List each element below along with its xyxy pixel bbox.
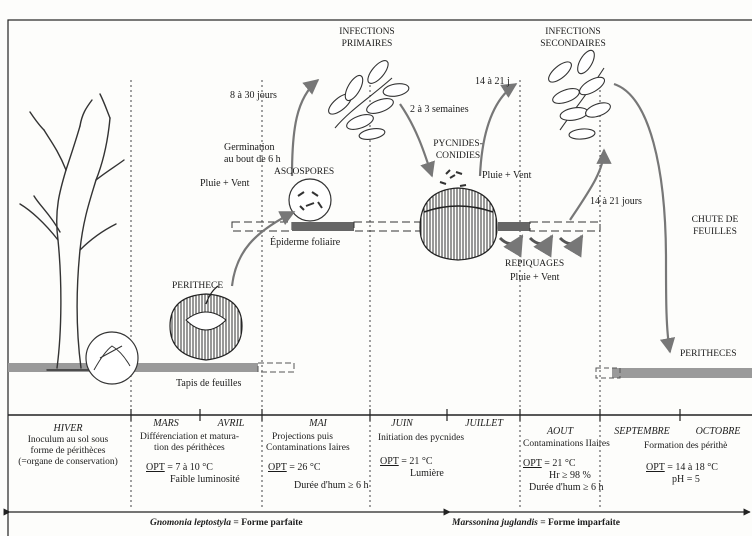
opt-value: = 7 à 10 °C xyxy=(167,462,213,473)
opt-label: OPT xyxy=(268,462,287,473)
walnut-tree-icon xyxy=(20,94,124,370)
opt-label: OPT xyxy=(380,456,399,467)
opt-label: OPT xyxy=(523,458,542,469)
species-name: Gnomonia leptostyla xyxy=(150,518,231,528)
cond-extra: Faible luminosité xyxy=(146,474,240,486)
label-line: au bout de 6 h xyxy=(224,154,281,166)
desc-line: Inoculum au sol sous xyxy=(18,435,118,446)
perithece-icon xyxy=(170,286,242,360)
label-line: INFECTIONS xyxy=(339,26,394,38)
label-delay-8-30: 8 à 30 jours xyxy=(230,90,277,102)
species-name: Marssonina juglandis xyxy=(452,518,538,528)
cond-mars: OPT = 7 à 10 °C Faible luminosité xyxy=(146,462,240,486)
month-juin: JUIN xyxy=(391,418,413,430)
leaf-sprig-secondary-icon xyxy=(545,48,612,140)
leaf-sprig-primary-icon xyxy=(325,57,409,141)
opt-value: = 14 à 18 °C xyxy=(667,462,718,473)
ascospores-icon xyxy=(289,179,331,221)
label-pluie-vent-3: Pluie + Vent xyxy=(510,272,559,284)
forme-parfaite: Gnomonia leptostyla = Forme parfaite xyxy=(150,517,303,529)
month-mai: MAI xyxy=(309,418,327,430)
ground-perithece-icon xyxy=(86,332,138,384)
label-perithece: PERITHECE xyxy=(172,280,223,292)
desc-line: (=organe de conservation) xyxy=(18,457,118,468)
cond-extra: Hr ≥ 98 % xyxy=(523,470,604,482)
form-label: = Forme parfaite xyxy=(233,518,302,528)
label-pycnides-conidies: PYCNIDES- CONIDIES xyxy=(433,138,483,162)
label-line: CONIDIES xyxy=(433,150,483,162)
label-ascospores: ASCOSPORES xyxy=(274,166,334,178)
label-infections-secondaires: INFECTIONS SECONDAIRES xyxy=(540,26,605,50)
month-septembre: SEPTEMBRE xyxy=(614,426,670,438)
conidia-icon xyxy=(440,170,466,186)
cond-mai: OPT = 26 °C Durée d'hum ≥ 6 h xyxy=(268,462,369,492)
label-line: PYCNIDES- xyxy=(433,138,483,150)
month-juin-desc: Initiation des pycnides xyxy=(378,432,464,444)
opt-value: = 26 °C xyxy=(289,462,320,473)
desc-line: forme de périthèces xyxy=(18,446,118,457)
pycnide-icon xyxy=(420,188,497,260)
label-repiquages: REPIQUAGES xyxy=(505,258,564,270)
cond-extra: Lumière xyxy=(380,468,444,480)
label-chute-feuilles: CHUTE DE FEUILLES xyxy=(692,214,739,238)
month-aout: AOUT xyxy=(547,426,573,438)
month-mars: MARS xyxy=(153,418,179,430)
ground-strip-autumn xyxy=(612,368,752,378)
label-pluie-vent-1: Pluie + Vent xyxy=(200,178,249,190)
opt-value: = 21 °C xyxy=(544,458,575,469)
cond-extra: Durée d'hum ≥ 6 h xyxy=(268,480,369,492)
label-delay-2-3-semaines: 2 à 3 semaines xyxy=(410,104,469,116)
forme-imparfaite: Marssonina juglandis = Forme imparfaite xyxy=(452,517,620,529)
label-line: SECONDAIRES xyxy=(540,38,605,50)
cond-aout: OPT = 21 °C Hr ≥ 98 % Durée d'hum ≥ 6 h xyxy=(523,458,604,494)
month-hiver-desc: Inoculum au sol sous forme de périthèces… xyxy=(18,435,118,468)
month-mai-desc: Projections puis Contaminations Iaires xyxy=(266,432,350,454)
label-delay-14-21-jours: 14 à 21 jours xyxy=(590,196,642,208)
cond-extra: Durée d'hum ≥ 6 h xyxy=(523,482,604,494)
label-germination: Germination au bout de 6 h xyxy=(224,142,281,166)
form-label: = Forme imparfaite xyxy=(540,518,620,528)
label-line: CHUTE DE xyxy=(692,214,739,226)
label-epiderme-foliaire: Épiderme foliaire xyxy=(270,237,340,249)
month-juillet: JUILLET xyxy=(465,418,503,430)
opt-label: OPT xyxy=(646,462,665,473)
label-peritheces: PERITHECES xyxy=(680,348,736,360)
label-line: INFECTIONS xyxy=(540,26,605,38)
month-octobre-desc: Formation des périthè xyxy=(644,440,727,452)
desc-line: Contaminations Iaires xyxy=(266,443,350,454)
month-octobre: OCTOBRE xyxy=(696,426,741,438)
opt-value: = 21 °C xyxy=(401,456,432,467)
desc-line: Différenciation et matura- xyxy=(140,432,239,443)
cond-extra: pH = 5 xyxy=(646,474,718,486)
month-aout-desc: Contaminations IIaires xyxy=(523,438,610,450)
label-line: Germination xyxy=(224,142,281,154)
label-delay-14-21-j: 14 à 21 j xyxy=(475,76,510,88)
label-line: PRIMAIRES xyxy=(339,38,394,50)
month-hiver: HIVER xyxy=(54,423,83,435)
month-mars-desc: Différenciation et matura- tion des péri… xyxy=(140,432,239,454)
cond-juin: OPT = 21 °C Lumière xyxy=(380,456,444,480)
desc-line: tion des périthèces xyxy=(140,443,239,454)
month-avril: AVRIL xyxy=(218,418,245,430)
label-infections-primaires: INFECTIONS PRIMAIRES xyxy=(339,26,394,50)
opt-label: OPT xyxy=(146,462,165,473)
label-tapis-feuilles: Tapis de feuilles xyxy=(176,378,241,390)
desc-line: Projections puis xyxy=(266,432,350,443)
label-pluie-vent-2: Pluie + Vent xyxy=(482,170,531,182)
repiquage-arrows xyxy=(500,236,582,244)
label-line: FEUILLES xyxy=(692,226,739,238)
cond-octobre: OPT = 14 à 18 °C pH = 5 xyxy=(646,462,718,486)
